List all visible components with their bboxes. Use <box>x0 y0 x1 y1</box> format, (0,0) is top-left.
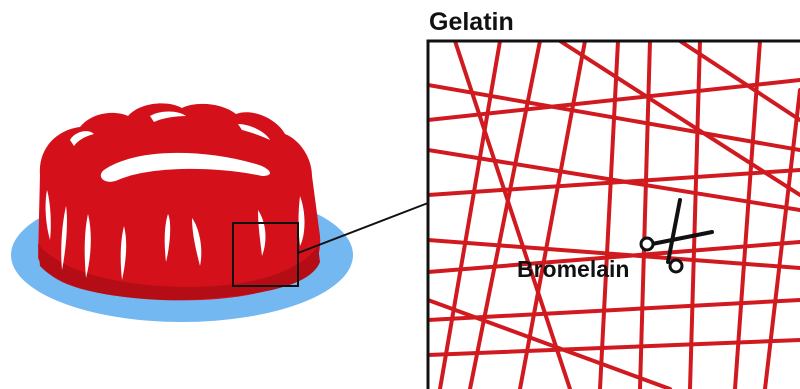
gelatin-fiber-mesh <box>428 41 800 389</box>
gelatin-mold <box>38 103 320 300</box>
enzyme-label: Bromelain <box>517 256 629 282</box>
gelatin-fiber <box>428 300 800 320</box>
panel-title: Gelatin <box>429 8 514 36</box>
gelatin-fiber <box>600 41 618 389</box>
gelatin-fiber <box>765 90 800 389</box>
gelatin-fiber <box>428 340 800 355</box>
gelatin-fiber <box>428 170 800 195</box>
gelatin-fiber <box>560 41 800 195</box>
